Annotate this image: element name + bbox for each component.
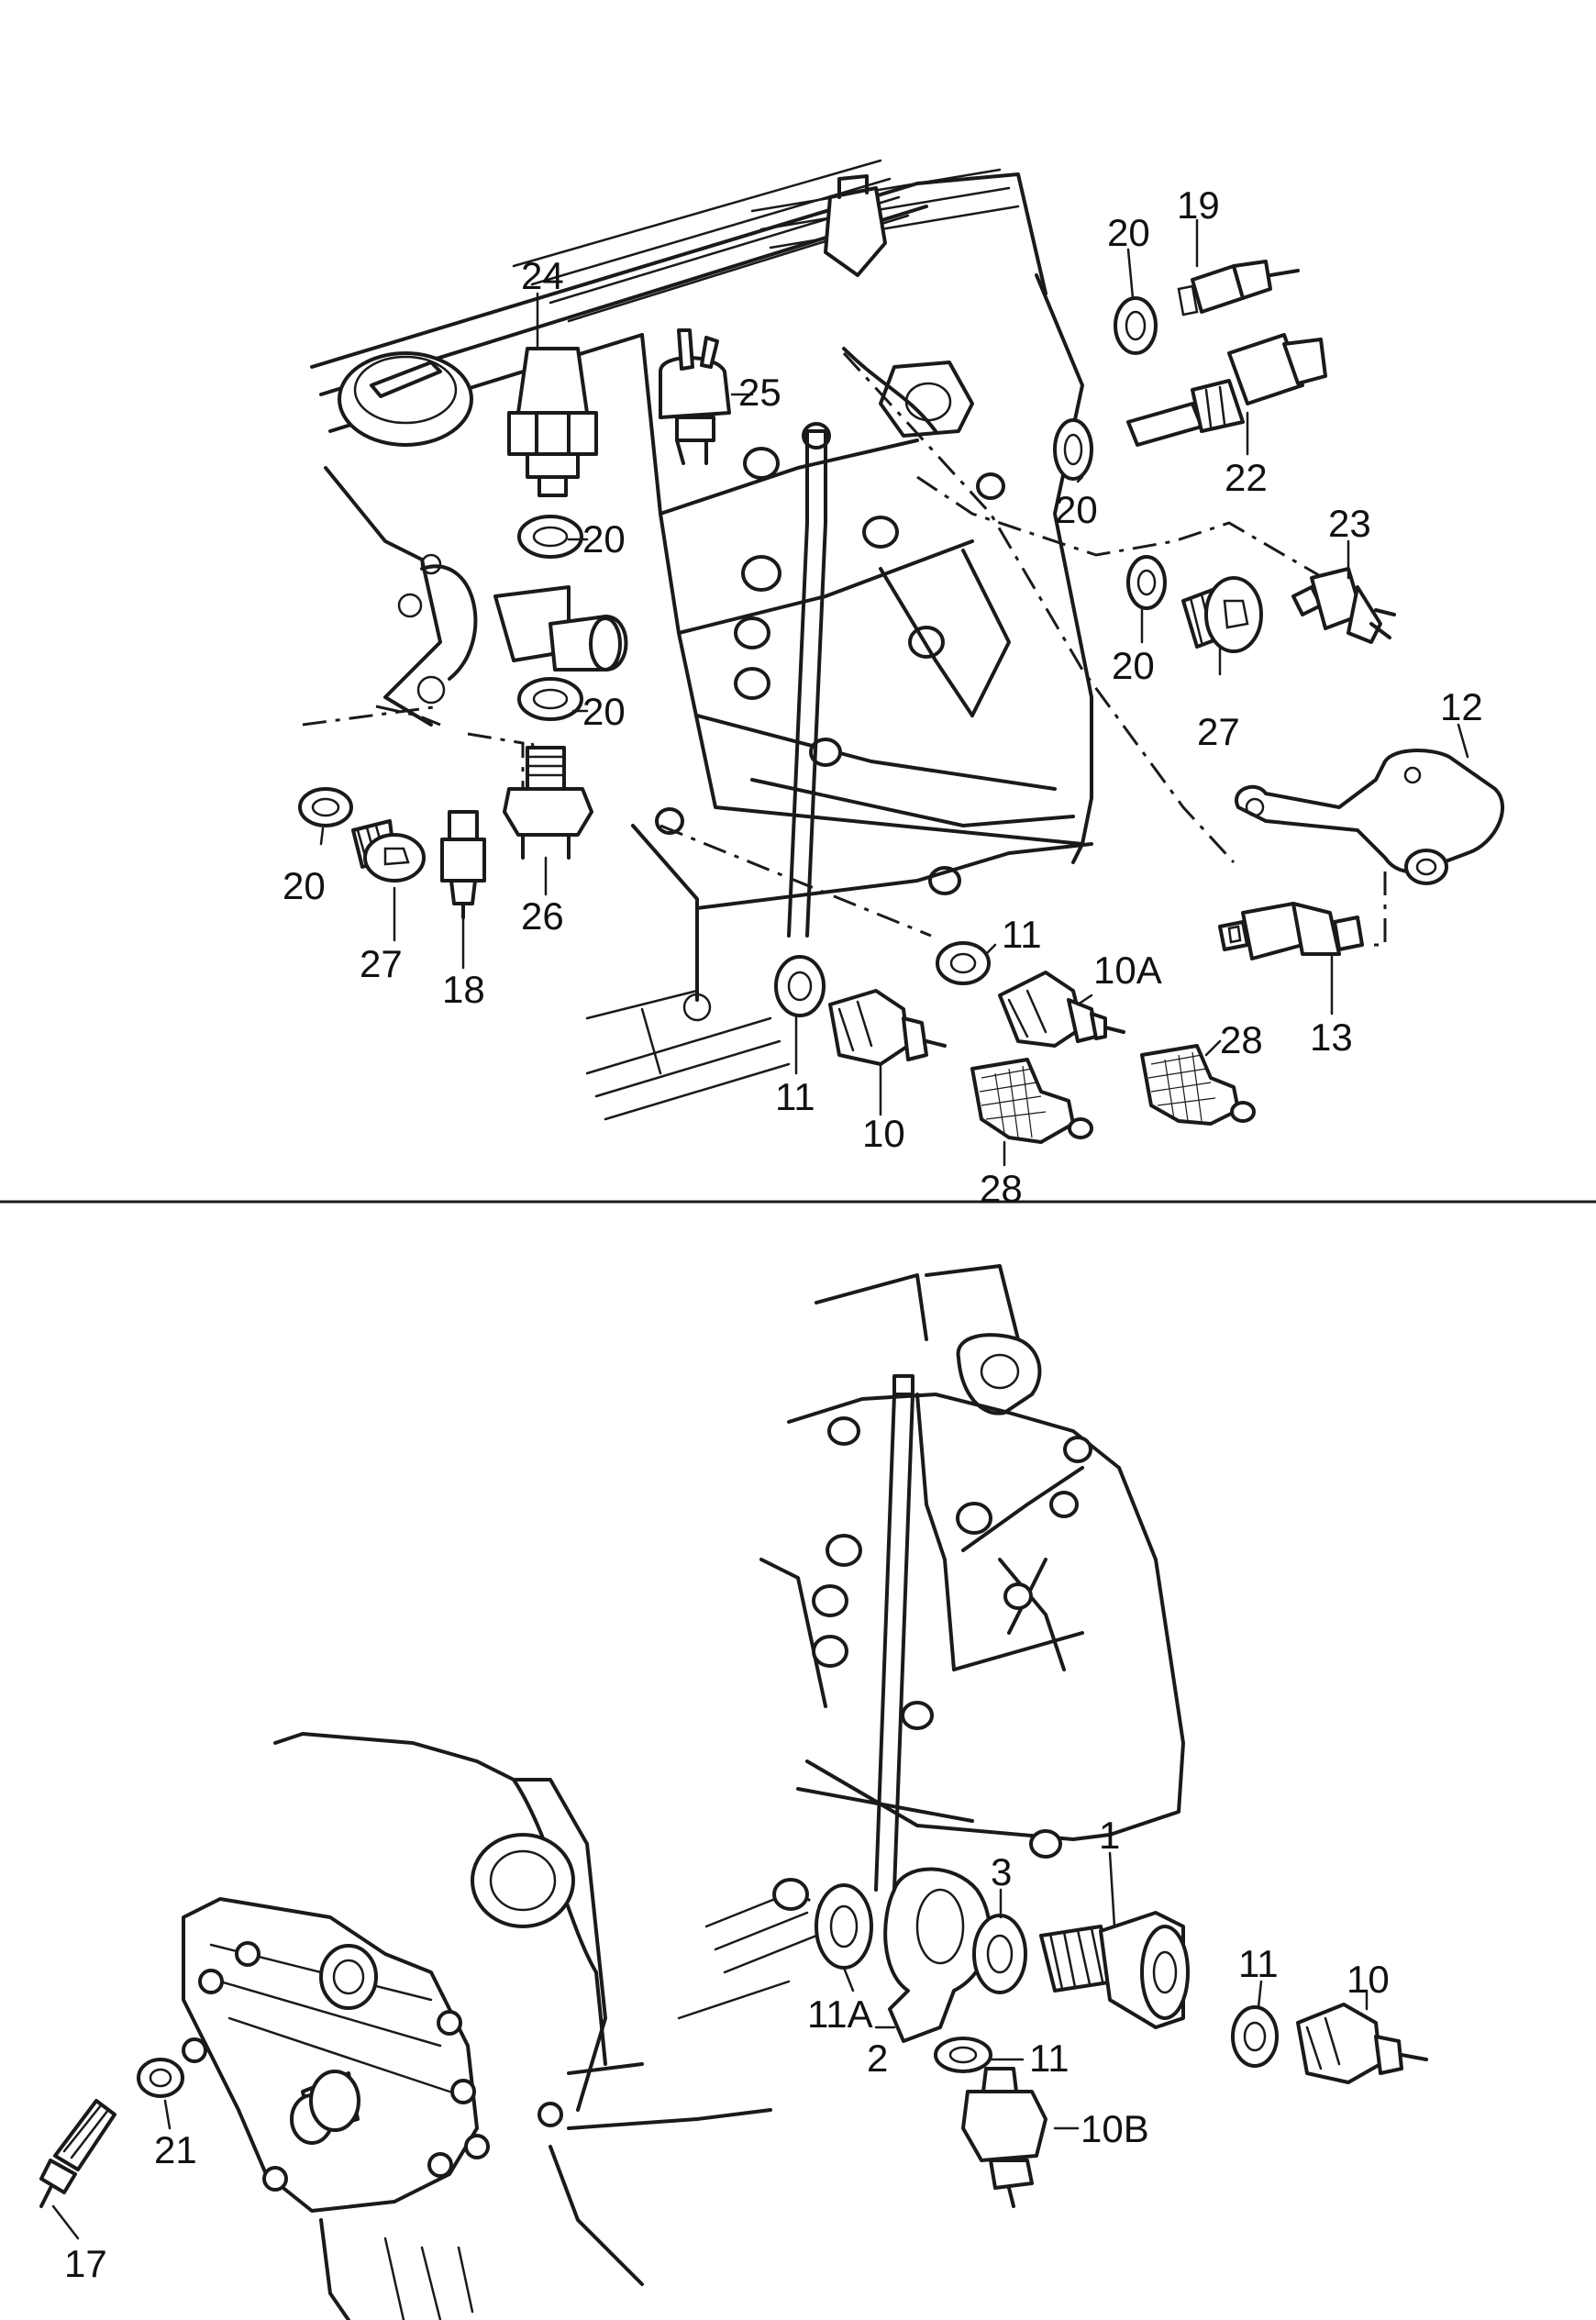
temperature-sender-19 — [1177, 260, 1300, 316]
seal-ring-20b — [517, 677, 583, 721]
callout-3: 3 — [991, 1850, 1012, 1893]
callout-2: 2 — [867, 2037, 888, 2080]
seal-ring-20f — [1126, 555, 1167, 610]
callout-11A: 11A — [807, 1993, 873, 2036]
seal-ring-21 — [137, 2058, 184, 2098]
callout-21: 21 — [154, 2128, 197, 2171]
seal-ring-3 — [972, 1914, 1027, 1994]
callout-26: 26 — [521, 894, 564, 938]
callout-18: 18 — [442, 968, 485, 1011]
pressure-switch-17 — [39, 2099, 116, 2208]
seal-ring-11a — [936, 941, 991, 985]
seal-ring-20e — [1053, 418, 1093, 481]
callout-leaders — [51, 218, 1469, 2240]
callout-10: 10 — [1347, 1958, 1390, 2001]
callout-10: 10 — [862, 1112, 905, 1155]
oil-pressure-switch-25 — [659, 328, 731, 465]
engine-block-top — [310, 159, 1093, 1121]
temperature-sensor-10 — [828, 989, 947, 1066]
callout-20: 20 — [1112, 644, 1155, 687]
plug-hole — [772, 1878, 809, 1911]
temperature-sensor-18 — [440, 810, 486, 919]
adapter-housing — [493, 585, 628, 672]
callout-11: 11 — [775, 1075, 815, 1118]
seal-ring-20d — [1114, 296, 1158, 355]
callout-labels-top: 24 25 20 20 20 19 22 20 23 20 27 12 20 2… — [283, 183, 1483, 1210]
callout-27: 27 — [360, 942, 403, 985]
front-cover-oil-pump — [182, 1732, 791, 2320]
protective-cap-28b — [1140, 1044, 1256, 1126]
oil-pressure-switch-24 — [507, 347, 598, 497]
callout-25: 25 — [738, 371, 781, 414]
temperature-sensor-23 — [1291, 567, 1396, 644]
seal-ring-20c — [298, 787, 353, 827]
coolant-sensor-22 — [1126, 333, 1327, 447]
callout-22: 22 — [1225, 456, 1268, 499]
temperature-sensor-10B — [961, 2067, 1047, 2208]
callout-28: 28 — [980, 1167, 1023, 1210]
callout-20: 20 — [1055, 488, 1098, 531]
leader-lines-top — [302, 351, 1387, 947]
drain-plug-27a — [351, 819, 426, 882]
callout-20: 20 — [1107, 211, 1150, 254]
callout-27: 27 — [1197, 710, 1240, 753]
seal-ring-11d — [1231, 2005, 1279, 2068]
callout-20: 20 — [582, 690, 626, 733]
callout-28: 28 — [1220, 1018, 1263, 1061]
callout-10A: 10A — [1093, 949, 1162, 992]
protective-cap-28a — [970, 1058, 1093, 1144]
engine-block-bottom — [704, 1264, 1185, 1974]
callout-11: 11 — [1238, 1942, 1279, 1985]
seal-ring-11A — [815, 1883, 873, 1970]
seal-ring-20a — [517, 515, 583, 559]
temperature-sensor-10-bottom — [1296, 2003, 1428, 2084]
callout-17: 17 — [64, 2242, 107, 2285]
callout-1: 1 — [1099, 1814, 1120, 1857]
callout-20: 20 — [283, 864, 326, 907]
callout-23: 23 — [1328, 502, 1371, 545]
temperature-sensor-10A — [998, 971, 1125, 1048]
temperature-sender-13 — [1218, 902, 1364, 960]
callout-13: 13 — [1310, 1016, 1353, 1059]
seal-ring-11c — [934, 2037, 992, 2073]
callout-labels-bottom: 3 1 11 10 11A 2 11 10B 21 17 — [64, 1814, 1390, 2285]
callout-20: 20 — [582, 517, 626, 561]
callout-11: 11 — [1002, 913, 1042, 956]
callout-11: 11 — [1029, 2037, 1070, 2080]
pressure-switch-26 — [503, 746, 593, 860]
drain-plug-27b — [1181, 576, 1263, 653]
callout-12: 12 — [1440, 685, 1483, 728]
union-screw-1 — [1039, 1911, 1190, 2029]
callout-19: 19 — [1177, 183, 1220, 227]
seal-ring-11b — [774, 955, 826, 1017]
bracket-12 — [1235, 749, 1505, 885]
callout-24: 24 — [521, 254, 564, 297]
callout-10B: 10B — [1081, 2107, 1149, 2150]
